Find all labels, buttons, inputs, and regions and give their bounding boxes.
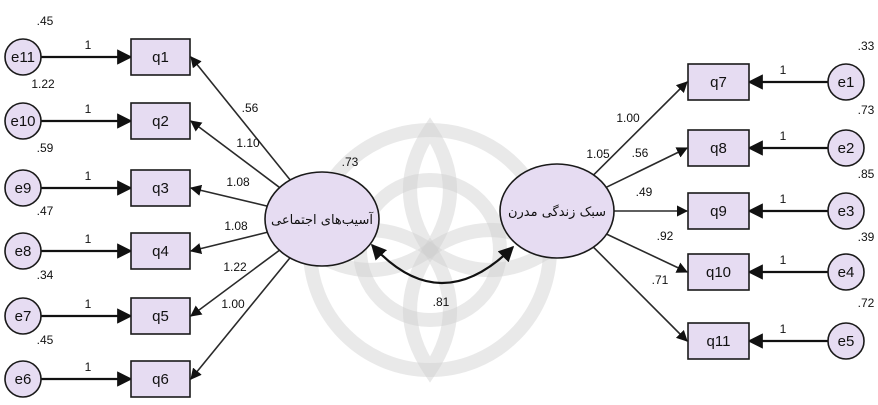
error-node-e7 bbox=[4, 297, 42, 335]
fixed-weight-e7: 1 bbox=[85, 297, 92, 311]
error-variance-e4: .39 bbox=[858, 230, 875, 244]
fixed-weight-e4: 1 bbox=[780, 253, 787, 267]
error-variance-e7: .34 bbox=[37, 268, 54, 282]
loading-q9: .49 bbox=[636, 185, 653, 199]
fixed-weight-e1: 1 bbox=[780, 63, 787, 77]
error-label-e3: e3 bbox=[838, 203, 855, 220]
fixed-weight-e3: 1 bbox=[780, 192, 787, 206]
error-node-e2 bbox=[827, 129, 865, 167]
loading-q3: 1.08 bbox=[226, 175, 250, 189]
error-node-e4 bbox=[827, 253, 865, 291]
error-label-e11: e11 bbox=[11, 49, 35, 66]
error-variance-e8: .47 bbox=[37, 204, 54, 218]
fixed-weight-e5: 1 bbox=[780, 322, 787, 336]
error-label-e9: e9 bbox=[15, 180, 32, 197]
latent-modern-lifestyle: سبک زندگی مدرن bbox=[499, 163, 615, 259]
error-node-e6 bbox=[4, 360, 42, 398]
item-label-q4: q4 bbox=[152, 243, 169, 260]
error-node-e9 bbox=[4, 169, 42, 207]
item-box-q10 bbox=[687, 253, 750, 291]
error-variance-e2: .73 bbox=[858, 103, 875, 117]
loading-path-q5 bbox=[190, 249, 280, 317]
item-box-q9 bbox=[687, 192, 750, 230]
loading-path-q1 bbox=[190, 56, 291, 181]
error-node-e10 bbox=[4, 102, 42, 140]
error-label-e2: e2 bbox=[838, 140, 855, 157]
error-label-e4: e4 bbox=[838, 264, 855, 281]
loading-path-q6 bbox=[190, 257, 291, 380]
fixed-weight-e8: 1 bbox=[85, 232, 92, 246]
loading-q2: 1.10 bbox=[236, 136, 260, 150]
loading-q8: .56 bbox=[632, 146, 649, 160]
item-label-q8: q8 bbox=[710, 140, 727, 157]
item-box-q6 bbox=[130, 360, 191, 398]
fixed-weight-e11: 1 bbox=[85, 38, 92, 52]
fixed-weight-e9: 1 bbox=[85, 169, 92, 183]
item-label-q1: q1 bbox=[152, 49, 169, 66]
error-label-e1: e1 bbox=[838, 74, 855, 91]
loading-path-q7 bbox=[593, 81, 688, 176]
error-variance-e6: .45 bbox=[37, 333, 54, 347]
error-label-e6: e6 bbox=[15, 371, 32, 388]
item-box-q7 bbox=[687, 63, 750, 101]
correlation-label: .81 bbox=[433, 295, 450, 309]
loading-q5: 1.22 bbox=[223, 260, 247, 274]
item-label-q11: q11 bbox=[707, 333, 731, 350]
error-node-e5 bbox=[827, 322, 865, 360]
right-latent-side-value: 1.05 bbox=[586, 147, 610, 161]
error-node-e8 bbox=[4, 232, 42, 270]
fixed-weight-e6: 1 bbox=[85, 360, 92, 374]
loading-q1: .56 bbox=[242, 101, 259, 115]
item-box-q4 bbox=[130, 232, 191, 270]
loading-q4: 1.08 bbox=[224, 219, 248, 233]
loading-path-q2 bbox=[190, 120, 281, 189]
loading-path-q10 bbox=[606, 233, 689, 273]
item-label-q10: q10 bbox=[706, 264, 731, 281]
item-box-q3 bbox=[130, 169, 191, 207]
item-label-q6: q6 bbox=[152, 371, 169, 388]
fixed-weight-e10: 1 bbox=[85, 102, 92, 116]
item-box-q1 bbox=[130, 38, 191, 76]
loading-path-q8 bbox=[605, 147, 689, 189]
error-variance-e11: .45 bbox=[37, 14, 54, 28]
latent-social-harms-variance: .73 bbox=[342, 155, 359, 169]
loading-q10: .92 bbox=[657, 229, 674, 243]
fixed-weight-e2: 1 bbox=[780, 129, 787, 143]
item-box-q8 bbox=[687, 129, 750, 167]
error-variance-e3: .85 bbox=[858, 167, 875, 181]
latent-social-harms: آسیب‌های اجتماعی bbox=[264, 171, 380, 267]
loading-q6: 1.00 bbox=[221, 297, 245, 311]
item-box-q11 bbox=[687, 322, 750, 360]
item-label-q3: q3 bbox=[152, 180, 169, 197]
error-node-e1 bbox=[827, 63, 865, 101]
error-node-e3 bbox=[827, 192, 865, 230]
error-label-e7: e7 bbox=[15, 308, 32, 325]
error-variance-e10: 1.22 bbox=[31, 77, 55, 91]
item-label-q9: q9 bbox=[710, 203, 727, 220]
item-box-q2 bbox=[130, 102, 191, 140]
covariance-path bbox=[370, 243, 515, 285]
item-label-q7: q7 bbox=[710, 74, 727, 91]
loading-path-q11 bbox=[592, 246, 688, 342]
error-label-e8: e8 bbox=[15, 243, 32, 260]
loading-path-q3 bbox=[189, 184, 268, 207]
error-variance-e1: .33 bbox=[858, 39, 875, 53]
item-label-q5: q5 bbox=[152, 308, 169, 325]
loading-path-q4 bbox=[189, 231, 268, 255]
error-label-e5: e5 bbox=[838, 333, 855, 350]
edges-layer bbox=[41, 49, 828, 387]
error-variance-e9: .59 bbox=[37, 141, 54, 155]
latent-modern-lifestyle-label: سبک زندگی مدرن bbox=[508, 204, 606, 220]
item-label-q2: q2 bbox=[152, 113, 169, 130]
error-node-e11 bbox=[4, 38, 42, 76]
error-variance-e5: .72 bbox=[858, 296, 875, 310]
latent-social-harms-label: آسیب‌های اجتماعی bbox=[271, 211, 374, 228]
item-box-q5 bbox=[130, 297, 191, 335]
loading-q7: 1.00 bbox=[616, 111, 640, 125]
error-label-e10: e10 bbox=[10, 113, 35, 130]
loading-q11: .71 bbox=[652, 273, 669, 287]
